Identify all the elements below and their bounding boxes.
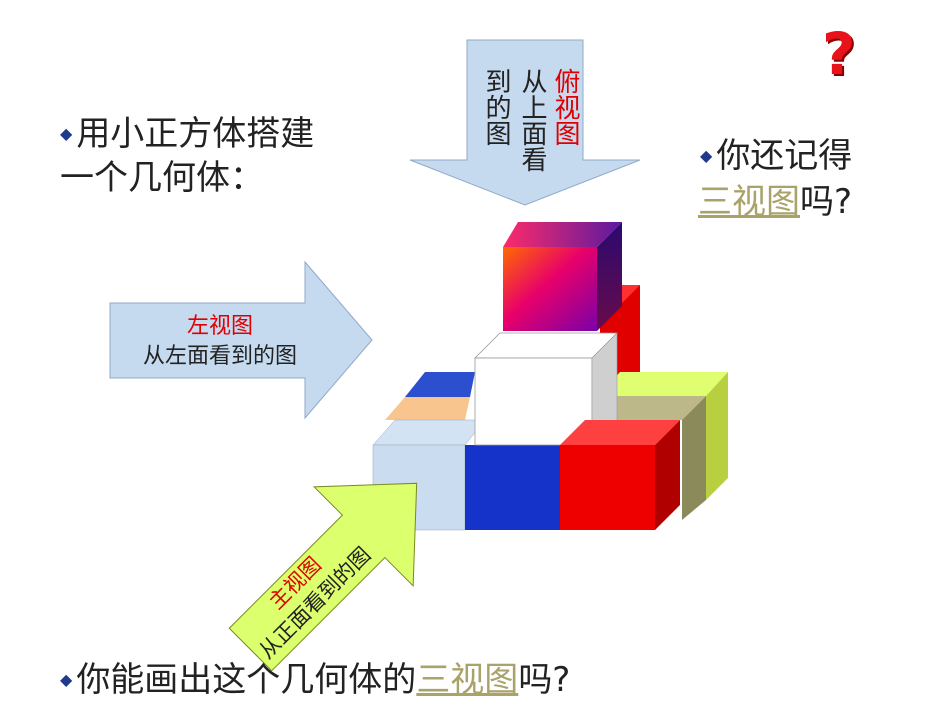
intro-text-line1: ◆用小正方体搭建 bbox=[60, 112, 314, 156]
front-view-arrow bbox=[228, 482, 418, 672]
recall-text-suffix: 吗? bbox=[800, 182, 853, 222]
cube-front-left-top bbox=[372, 419, 486, 446]
cube-front-right-face bbox=[560, 445, 655, 530]
recall-text-line2: 三视图吗? bbox=[698, 180, 852, 224]
cube-white-face bbox=[474, 357, 593, 446]
question-text-prefix: 你能画出这个几何体的 bbox=[76, 660, 417, 700]
recall-text-content: 你还记得 bbox=[716, 136, 853, 176]
question-text-suffix: 吗? bbox=[518, 660, 571, 700]
cube-top-side bbox=[597, 222, 622, 331]
cube-right-back-side bbox=[706, 372, 728, 500]
cube-right-mid-side bbox=[682, 396, 706, 520]
cube-back-blue-top bbox=[405, 372, 475, 397]
cube-front-mid-face bbox=[465, 445, 560, 530]
question-text: ◆你能画出这个几何体的三视图吗? bbox=[60, 658, 570, 702]
three-views-link[interactable]: 三视图 bbox=[698, 182, 800, 222]
cube-front-right-side bbox=[655, 420, 680, 530]
left-view-label: 左视图 从左面看到的图 bbox=[120, 312, 320, 372]
left-view-title: 左视图 bbox=[186, 314, 253, 339]
recall-text-line1: ◆你还记得 bbox=[700, 134, 852, 178]
bullet-icon: ◆ bbox=[60, 124, 73, 143]
cube-front-right-top bbox=[560, 420, 680, 445]
top-view-desc-text: 从上面看到的图 bbox=[481, 68, 547, 172]
intro-text-line1-content: 用小正方体搭建 bbox=[76, 114, 315, 154]
intro-text-line2: 一个几何体： bbox=[60, 158, 264, 198]
left-view-desc: 从左面看到的图 bbox=[142, 344, 297, 369]
top-view-arrow bbox=[409, 39, 641, 206]
bullet-icon: ◆ bbox=[700, 146, 713, 165]
question-mark-icon: ? bbox=[822, 20, 856, 88]
bullet-icon: ◆ bbox=[60, 670, 73, 689]
three-views-link-bottom[interactable]: 三视图 bbox=[416, 660, 519, 700]
left-view-arrow bbox=[109, 260, 373, 420]
cube-right-back-top bbox=[598, 372, 728, 396]
cube-back-orange-top bbox=[385, 397, 470, 420]
cube-top-top bbox=[503, 222, 622, 247]
top-view-title-text: 俯视图 bbox=[550, 68, 580, 146]
cube-top-face bbox=[503, 247, 597, 331]
